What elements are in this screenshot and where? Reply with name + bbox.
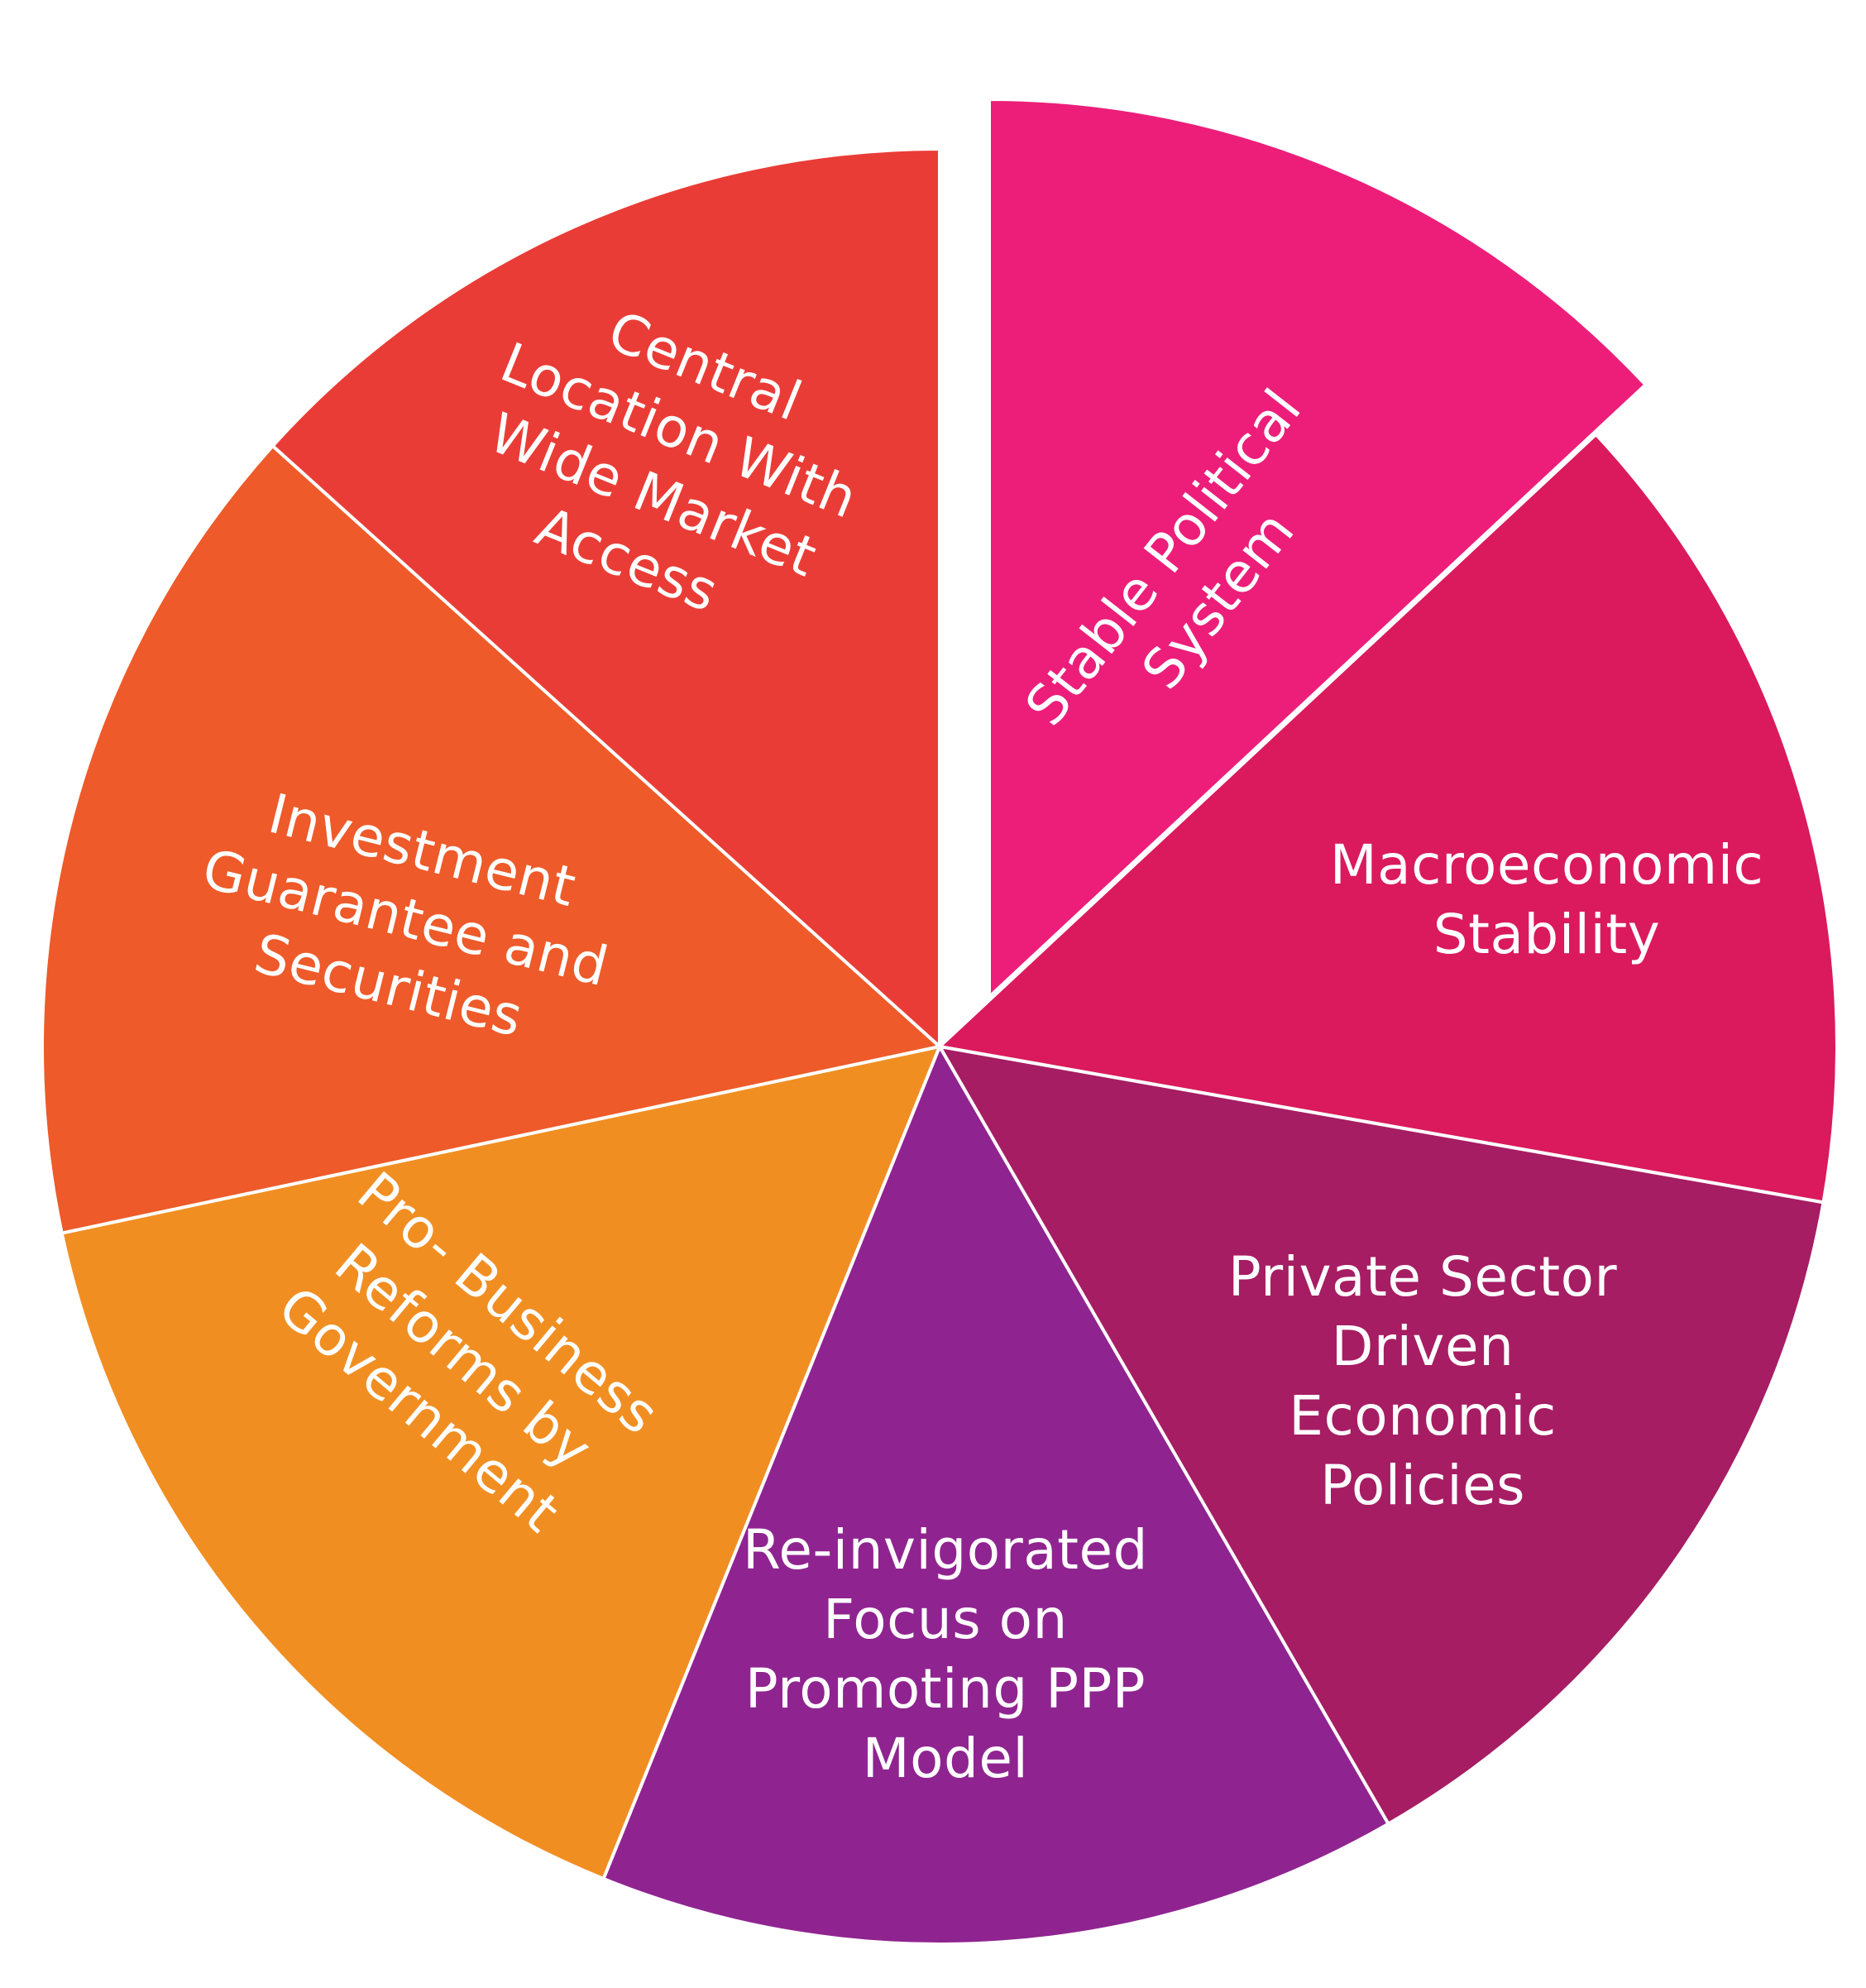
segment-investment-guarantee-and-securities	[41, 443, 941, 1235]
segment-re-invigorated-focus-on-promoting-ppp-model	[601, 1045, 1390, 1946]
segment-pro-business-reforms-by-government	[60, 1045, 941, 1880]
segment-label-line: Model	[863, 1727, 1029, 1790]
segment-label-line: Economic	[1289, 1384, 1557, 1448]
segment-label-line: Policies	[1320, 1454, 1525, 1517]
segment-label-line: Macroeconomic	[1330, 833, 1764, 897]
segments-layer	[41, 98, 1840, 1946]
segment-macroeconomic-stability	[938, 433, 1840, 1205]
segment-label-line: Promoting PPP	[745, 1657, 1146, 1721]
segment-stable-political-system	[988, 98, 1648, 999]
segment-central-location-with-wide-market-access	[270, 147, 941, 1048]
segment-label-line: Private Sector	[1228, 1245, 1618, 1309]
segment-label-line: Focus on	[823, 1588, 1068, 1651]
segment-private-sector-driven-economic-policies	[938, 1045, 1825, 1826]
segment-label-line: Driven	[1332, 1315, 1514, 1378]
segment-label-central-location-with-wide-market-access: CentralLocation WithWide MarketAccess	[440, 266, 892, 660]
segment-label-line: Stability	[1433, 903, 1661, 966]
segment-label-line: Re-invigorated	[743, 1518, 1148, 1582]
